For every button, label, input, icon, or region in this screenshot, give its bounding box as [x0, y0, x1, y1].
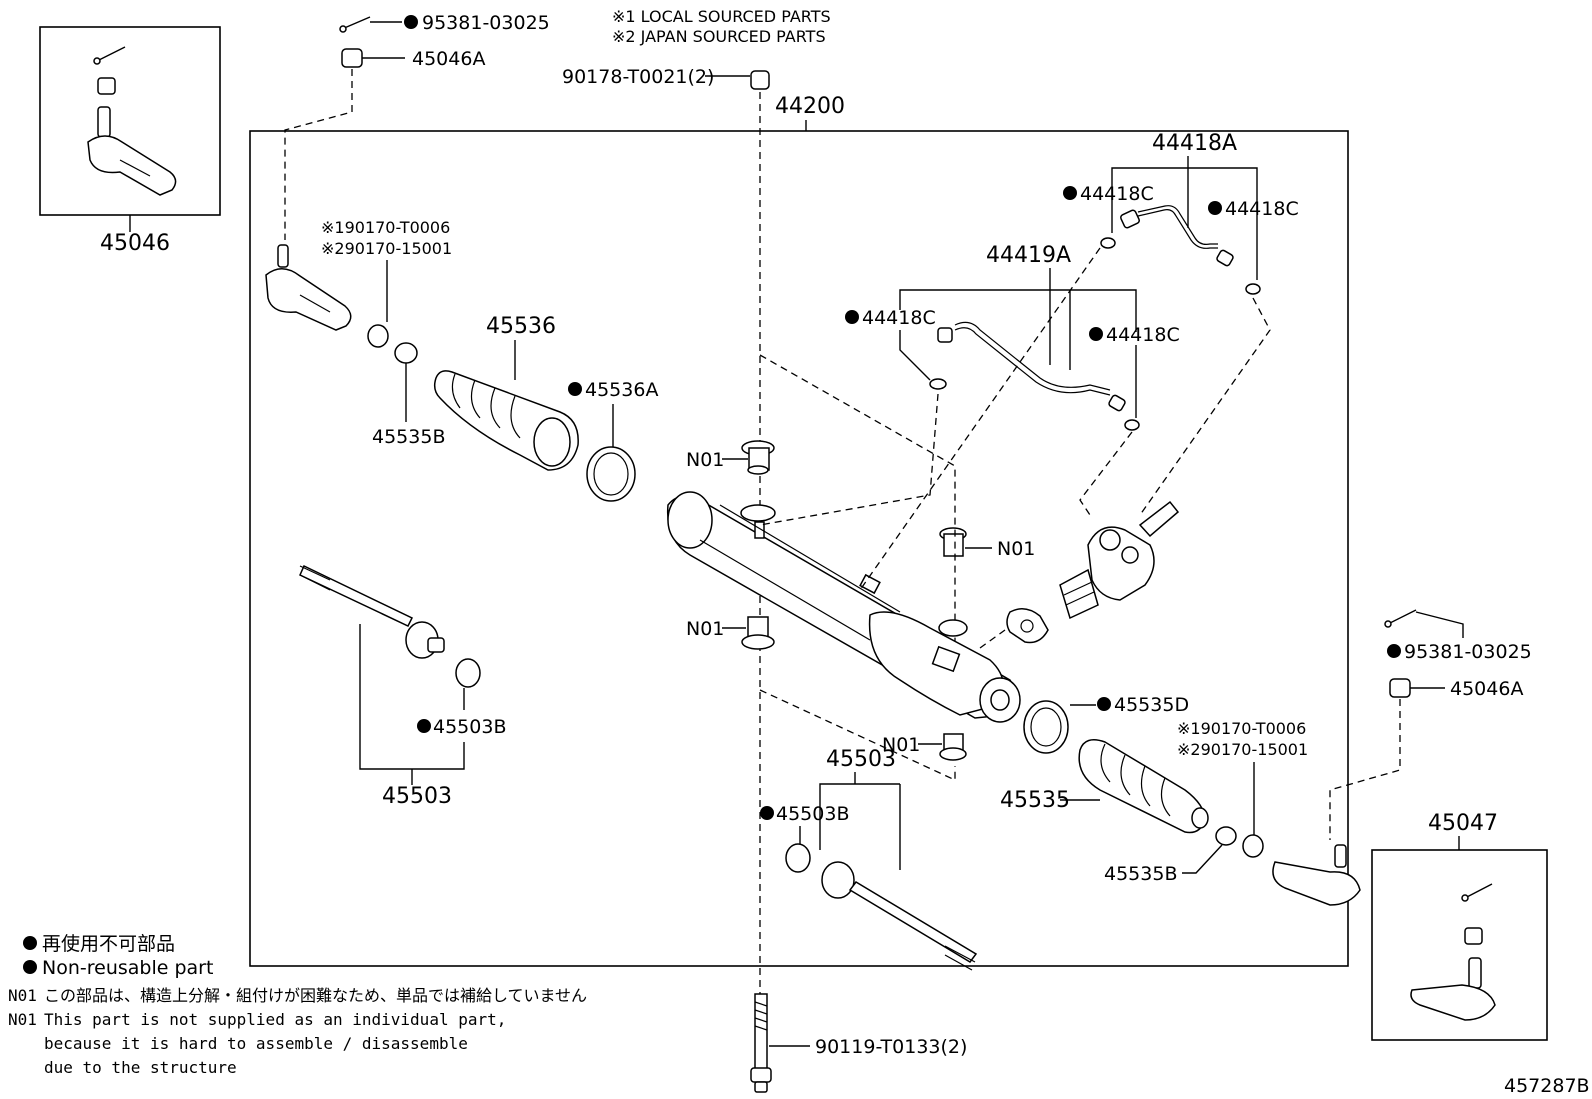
non-reusable-dot-icon: [845, 310, 859, 324]
tie-rod-end-icon: [87, 46, 177, 196]
inset-box-left: [39, 26, 221, 216]
legend-jp-nonreusable: 再使用不可部品: [42, 933, 175, 955]
bushing-icon: [939, 733, 967, 761]
non-reusable-dot-icon: [1097, 697, 1111, 711]
non-reusable-dot-icon: [23, 936, 37, 950]
bellows-boot-icon: [433, 370, 579, 471]
clamp-icon: [394, 342, 418, 364]
callout-nut-top: 45046A: [412, 48, 485, 70]
inner-tie-rod-icon: [299, 564, 445, 659]
legend-n01-code-en: N01: [8, 1010, 37, 1029]
bushing-icon: [367, 324, 389, 348]
bushing-icon: [939, 527, 967, 557]
bellows-boot-icon: [1078, 739, 1209, 834]
bushing-icon: [1242, 834, 1264, 858]
callout-clamp-right: 45535D: [1114, 694, 1189, 716]
callout-oring-1: 44418C: [1080, 183, 1154, 205]
clamp-icon: [1215, 826, 1237, 846]
callout-local-part-left: ※190170-T0006: [321, 218, 450, 237]
legend-n01-code-jp: N01: [8, 986, 37, 1005]
callout-tube-set-b: 44419A: [986, 243, 1071, 268]
callout-boot-right: 45535: [1000, 788, 1070, 813]
bushing-icon: [741, 616, 775, 650]
callout-inner-rod-left: 45503: [382, 784, 452, 809]
legend-n01-jp: この部品は、構造上分解・組付けが困難なため、単品では補給していません: [44, 986, 587, 1005]
callout-tube-set-a: 44418A: [1152, 131, 1237, 156]
non-reusable-dot-icon: [417, 719, 431, 733]
callout-pin-top: 95381-03025: [422, 12, 550, 34]
tie-rod-end-icon: [265, 244, 352, 331]
pinion-valve-icon: [1006, 500, 1180, 644]
o-ring-icon: [929, 378, 947, 390]
callout-n01-b: N01: [997, 538, 1035, 560]
non-reusable-dot-icon: [1063, 186, 1077, 200]
callout-local-part-right: ※190170-T0006: [1177, 719, 1306, 738]
non-reusable-dot-icon: [760, 806, 774, 820]
o-ring-icon: [1245, 283, 1261, 295]
box-label-right: 45047: [1428, 811, 1498, 836]
box-label-left: 45046: [100, 231, 170, 256]
castle-nut-icon: [341, 48, 363, 68]
cotter-pin-icon: [339, 16, 371, 33]
callout-boot-left: 45536: [486, 314, 556, 339]
callout-japan-part-left: ※290170-15001: [321, 239, 452, 258]
callout-oring-4: 44418C: [1106, 324, 1180, 346]
castle-nut-icon: [1464, 927, 1483, 945]
clamp-icon: [1023, 700, 1069, 754]
steering-rack-housing-icon: [666, 491, 1021, 723]
note-local-sourced: ※1 LOCAL SOURCED PARTS: [612, 7, 831, 26]
bushing-icon: [741, 440, 775, 475]
o-ring-icon: [1100, 237, 1116, 249]
pressure-tube-icon: [937, 321, 1126, 412]
callout-oring-3: 44418C: [862, 307, 936, 329]
legend-n01-en-2: because it is hard to assemble / disasse…: [44, 1034, 468, 1053]
pressure-tube-icon: [1120, 205, 1234, 267]
assembly-frame: [249, 130, 1349, 967]
bolt-icon: [750, 993, 772, 1093]
note-japan-sourced: ※2 JAPAN SOURCED PARTS: [612, 27, 826, 46]
legend-n01-en-1: This part is not supplied as an individu…: [44, 1010, 506, 1029]
washer-icon: [785, 843, 811, 873]
callout-nut-right: 45046A: [1450, 678, 1523, 700]
legend-n01-en-3: due to the structure: [44, 1058, 237, 1077]
assembly-label: 44200: [775, 94, 845, 119]
callout-japan-part-right: ※290170-15001: [1177, 740, 1308, 759]
castle-nut-icon: [97, 77, 116, 95]
tie-rod-end-icon: [1272, 844, 1361, 906]
non-reusable-dot-icon: [404, 15, 418, 29]
callout-clamp-left: 45536A: [585, 379, 658, 401]
o-ring-icon: [1124, 419, 1140, 431]
callout-bolt-bottom: 90119-T0133(2): [815, 1036, 967, 1058]
bolt-icon: [750, 70, 770, 90]
figure-id: 457287B: [1504, 1075, 1590, 1097]
callout-n01-c: N01: [686, 618, 724, 640]
non-reusable-dot-icon: [1208, 201, 1222, 215]
inner-tie-rod-icon: [821, 861, 978, 971]
callout-inner-rod-right: 45503: [826, 747, 896, 772]
cotter-pin-icon: [1384, 609, 1417, 628]
non-reusable-dot-icon: [568, 382, 582, 396]
gasket-icon: [1006, 608, 1049, 644]
callout-n01-a: N01: [686, 449, 724, 471]
callout-bolt-top: 90178-T0021(2): [562, 66, 714, 88]
callout-washer-left: 45503B: [433, 716, 506, 738]
washer-icon: [455, 658, 481, 688]
callout-clip-right: 45535B: [1104, 863, 1177, 885]
callout-pin-right: 95381-03025: [1404, 641, 1532, 663]
callout-oring-2: 44418C: [1225, 198, 1299, 220]
callout-washer-right: 45503B: [776, 803, 849, 825]
castle-nut-icon: [1389, 678, 1411, 698]
non-reusable-dot-icon: [1387, 644, 1401, 658]
non-reusable-dot-icon: [1089, 327, 1103, 341]
clamp-icon: [586, 446, 636, 502]
legend-en-nonreusable: Non-reusable part: [42, 957, 213, 979]
non-reusable-dot-icon: [23, 960, 37, 974]
callout-clip-left: 45535B: [372, 426, 445, 448]
tie-rod-end-icon: [1410, 883, 1496, 1021]
